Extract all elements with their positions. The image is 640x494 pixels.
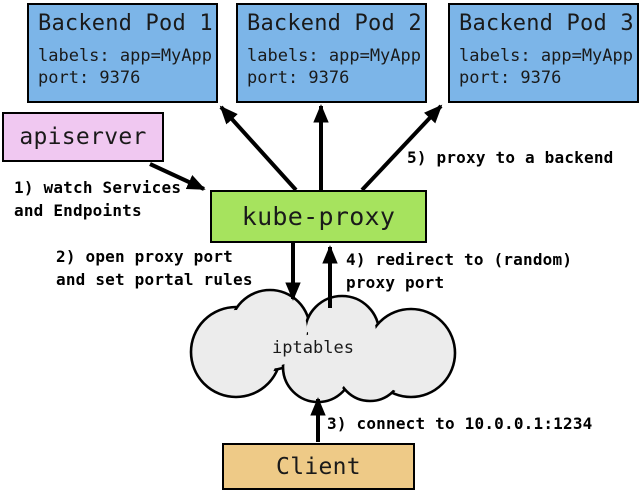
pod-3-labels: labels: app=MyApp [459, 46, 633, 66]
apiserver-node: apiserver [2, 112, 164, 162]
pod-3-title: Backend Pod 3 [459, 11, 634, 36]
backend-pod-1-node: Backend Pod 1 labels: app=MyApp port: 93… [27, 3, 218, 103]
annotation-step-4: 4) redirect to (random) proxy port [346, 250, 573, 292]
annotation-step-3: 3) connect to 10.0.0.1:1234 [327, 414, 593, 433]
arrow-proxy-to-pod1 [219, 105, 298, 192]
annotation-step-1: 1) watch Services and Endpoints [14, 178, 182, 220]
annotation-step-5: 5) proxy to a backend [407, 148, 614, 167]
pod-1-port: port: 9376 [38, 68, 141, 88]
arrow-proxy-to-pod3 [360, 104, 443, 192]
pod-1-labels: labels: app=MyApp [38, 46, 212, 66]
pod-3-port: port: 9376 [459, 68, 562, 88]
pod-1-title: Backend Pod 1 [38, 11, 213, 36]
backend-pod-3-node: Backend Pod 3 labels: app=MyApp port: 93… [448, 3, 639, 103]
pod-2-labels: labels: app=MyApp [247, 46, 421, 66]
arrow-watch-services [149, 162, 206, 191]
iptables-cloud [189, 288, 457, 404]
client-node: Client [222, 443, 415, 490]
pod-2-title: Backend Pod 2 [247, 11, 422, 36]
apiserver-label: apiserver [19, 124, 147, 150]
kube-proxy-label: kube-proxy [241, 202, 396, 231]
backend-pod-2-node: Backend Pod 2 labels: app=MyApp port: 93… [236, 3, 427, 103]
kube-proxy-node: kube-proxy [210, 190, 427, 243]
client-label: Client [276, 453, 361, 480]
iptables-label: iptables [272, 338, 354, 358]
annotation-step-2: 2) open proxy port and set portal rules [56, 247, 253, 289]
pod-2-port: port: 9376 [247, 68, 350, 88]
